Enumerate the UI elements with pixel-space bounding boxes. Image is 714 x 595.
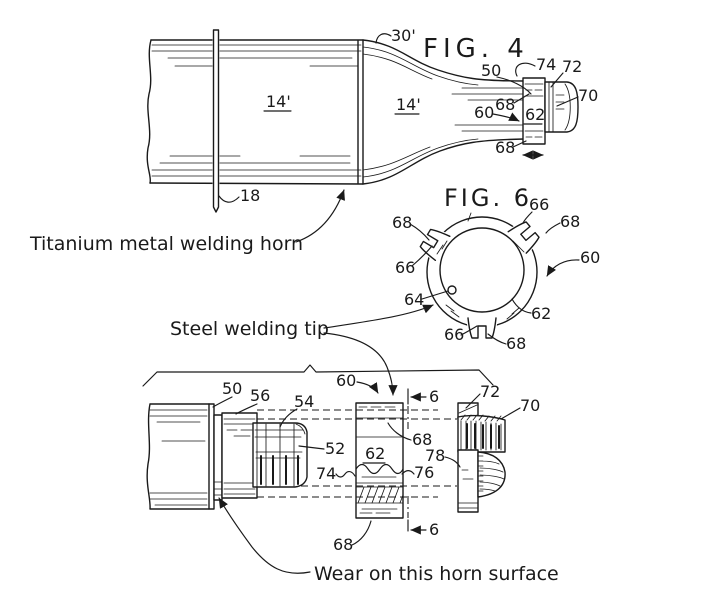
fig6-ref-60: 60: [580, 248, 600, 267]
fig4-ref-62: 62: [525, 105, 545, 124]
asm-ref-74: 74: [316, 464, 336, 483]
fig4-ref-74: 74: [536, 55, 556, 74]
fig6-ref-68b: 68: [506, 334, 526, 353]
section-line-6-6: [407, 388, 427, 535]
fig4-ref-68a: 68: [495, 95, 515, 114]
assembly-brace: [142, 364, 494, 387]
bolt-thread-band: [457, 414, 506, 453]
fig4-horn-drawing: FIG. 4 30' 50 74 72 70 68 60 62 68 14' 1…: [146, 26, 598, 213]
welding-tip-arrow-fig6: [323, 304, 434, 329]
fig4-ref-68b: 68: [495, 138, 515, 157]
welding-tip-label: Steel welding tip: [170, 318, 329, 340]
asm-ref-70: 70: [520, 396, 540, 415]
fig6-nub-64: [447, 285, 457, 295]
collar-56: [221, 412, 258, 499]
wear-surface-arrow: [218, 497, 311, 574]
asm-ref-78: 78: [425, 446, 445, 465]
fig4-ref-72: 72: [562, 57, 582, 76]
fig6-ref-68tl: 68: [392, 213, 412, 232]
fig6-title: FIG. 6: [444, 184, 532, 212]
welding-horn-label: Titanium metal welding horn: [29, 233, 303, 255]
welding-tip-arrow-assembly: [323, 332, 398, 396]
asm-ref-50: 50: [222, 379, 242, 398]
fig6-ref-68tr: 68: [560, 212, 580, 231]
fig4-ref-70: 70: [578, 86, 598, 105]
fig4-ref-50: 50: [481, 61, 501, 80]
asm-ref-56: 56: [250, 386, 270, 405]
welding-horn-arrow: [295, 189, 345, 243]
wear-note-label: Wear on this horn surface: [314, 563, 559, 585]
asm-ref-68r: 68: [412, 430, 432, 449]
asm-ref-76: 76: [414, 463, 434, 482]
fig4-ref-60: 60: [474, 103, 494, 122]
asm-ref-62: 62: [365, 444, 385, 463]
fig4-ref-14b: 14': [396, 95, 421, 114]
fig6-ref-66l: 66: [395, 258, 415, 277]
asm-ref-72: 72: [480, 382, 500, 401]
asm-ref-52: 52: [325, 439, 345, 458]
exploded-assembly-drawing: 50 56 54 60 52 74 68 62 76 78 68 72 70 6…: [142, 364, 540, 554]
fig4-ref-18: 18: [240, 186, 260, 205]
fig4-nut: [544, 81, 579, 133]
support-pin: [212, 30, 220, 211]
fig6-ref-64: 64: [404, 290, 424, 309]
asm-ref-54: 54: [294, 392, 314, 411]
horn-shoulder-flange: [213, 414, 223, 501]
welding-tip-ring: [355, 402, 404, 519]
fig6-cross-section: FIG. 6 66 68 68 66 60 64 62 66 68: [392, 184, 600, 353]
fig6-ref-62: 62: [531, 304, 551, 323]
annotation-layer: Titanium metal welding horn Steel weldin…: [29, 189, 559, 585]
fig4-ref-30: 30': [391, 26, 416, 45]
fig4-ref-14a: 14': [266, 92, 291, 111]
asm-ref-6-top: 6: [429, 387, 439, 406]
fig6-ref-66t: 66: [529, 195, 549, 214]
asm-ref-68b: 68: [333, 535, 353, 554]
fig6-ref-66b: 66: [444, 325, 464, 344]
fig4-title: FIG. 4: [423, 34, 529, 64]
asm-ref-6-bottom: 6: [429, 520, 439, 539]
asm-ref-60: 60: [336, 371, 356, 390]
